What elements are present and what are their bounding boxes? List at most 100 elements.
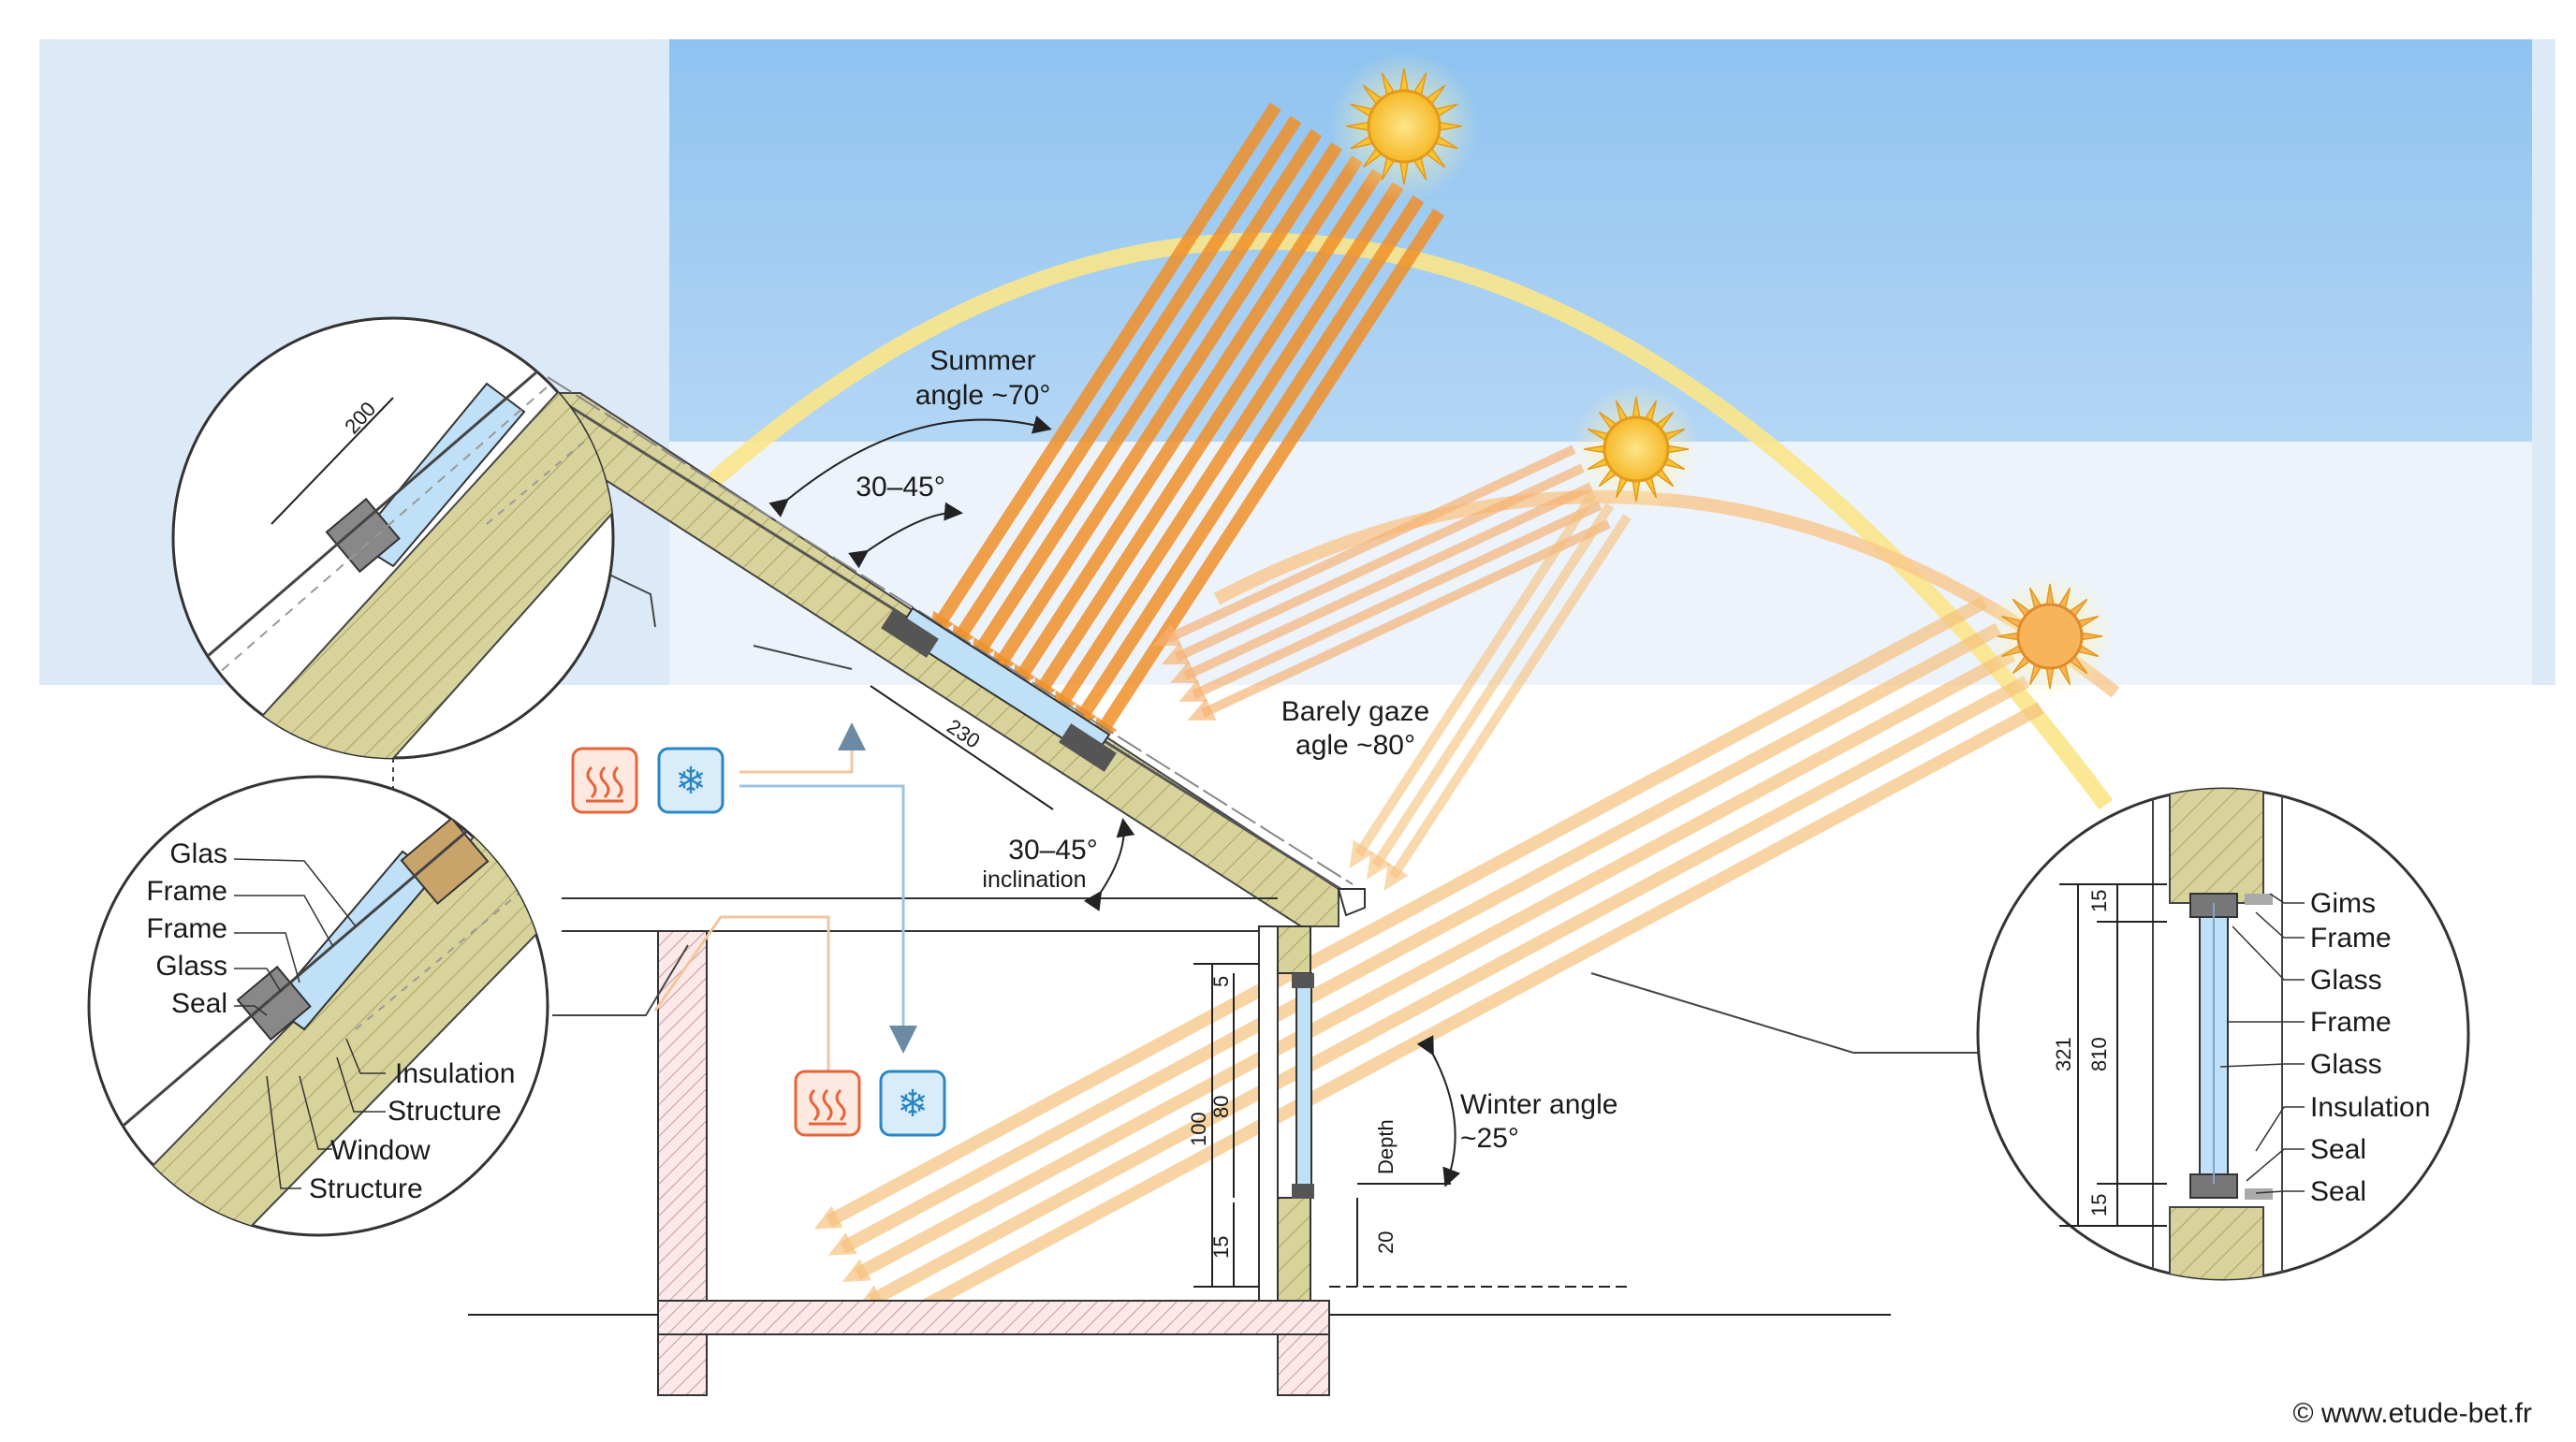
summer-sun-rays xyxy=(929,102,1445,746)
heating-icon xyxy=(794,1070,861,1137)
winter-ray xyxy=(826,596,1988,1228)
winter-ray-arrowhead xyxy=(813,1205,843,1230)
dim-sill-bottom: 15 xyxy=(1209,1236,1233,1259)
winter-ray xyxy=(854,648,2016,1280)
mid-ray xyxy=(1165,444,1576,644)
sky-band xyxy=(669,39,2532,442)
dim-sill-height: 20 xyxy=(1374,1231,1398,1254)
mid-ray xyxy=(1192,501,1603,699)
barely-angle-label-1: Barely gaze xyxy=(1281,696,1429,727)
winter-ray-arrowhead xyxy=(827,1232,857,1256)
left-label-insulation: Insulation xyxy=(395,1058,515,1089)
roof-pitch-bottom-label: 30–45° xyxy=(1008,835,1097,866)
mid-ray-arrowhead xyxy=(1161,642,1191,665)
detail-circle-wall-window xyxy=(1976,787,2470,1281)
right-label-glass-1: Glass xyxy=(2310,965,2382,996)
winter-ray-arrowhead xyxy=(842,1259,871,1282)
left-label-structure-1: Structure xyxy=(388,1096,502,1127)
winter-ray xyxy=(868,676,2030,1306)
dim-sill-gap: 5 xyxy=(1209,976,1233,987)
mid-ray-arrowhead xyxy=(1170,661,1199,683)
winter-angle-label-1: Winter angle xyxy=(1460,1089,1617,1120)
detail-circle-roof-top xyxy=(171,316,615,760)
right-label-seal-2: Seal xyxy=(2310,1176,2366,1207)
right-label-insulation: Insulation xyxy=(2310,1092,2430,1123)
roof-pitch-arc xyxy=(848,502,963,569)
cooling-icon: ❄ xyxy=(879,1070,946,1137)
left-label-structure-2: Structure xyxy=(309,1173,423,1204)
cooling-icon: ❄ xyxy=(657,747,724,814)
summer-ray xyxy=(1055,182,1404,709)
mid-low-ray-arrowhead xyxy=(1383,862,1409,891)
summer-ray xyxy=(994,142,1343,669)
right-label-gims: Gims xyxy=(2310,888,2376,919)
house-section xyxy=(468,376,1891,1396)
dim-right-top: 15 xyxy=(2087,890,2111,912)
heating-icon xyxy=(571,747,638,814)
mid-ray-arrowhead xyxy=(1152,623,1182,647)
summer-ray xyxy=(1034,168,1383,695)
summer-angle-label-2: angle ~70° xyxy=(915,380,1051,411)
summer-ray xyxy=(953,115,1302,643)
foundation-right xyxy=(1277,1333,1330,1396)
winter-sun-rays xyxy=(813,596,2044,1335)
summer-sun-icon xyxy=(1329,51,1479,201)
foundation-left xyxy=(657,1333,708,1396)
mid-low-ray-arrowhead xyxy=(1349,839,1374,869)
right-label-frame-2: Frame xyxy=(2310,1007,2392,1038)
floor-slab xyxy=(657,1300,1330,1335)
winter-angle-label-2: ~25° xyxy=(1460,1123,1519,1154)
mid-ray xyxy=(1174,463,1585,662)
right-label-glass-2: Glass xyxy=(2310,1049,2382,1080)
wall-window xyxy=(1295,972,1312,1199)
dim-right-bottom: 15 xyxy=(2087,1194,2111,1216)
dim-wall-height: 100 xyxy=(1187,1112,1210,1146)
summer-ray xyxy=(1014,155,1363,682)
svg-text:❄: ❄ xyxy=(897,1084,929,1125)
main-dimensions xyxy=(870,685,1629,1288)
winter-ray xyxy=(840,622,2002,1254)
barely-angle-label-2: agle ~80° xyxy=(1295,730,1415,761)
left-label-seal: Seal xyxy=(171,988,227,1019)
mid-low-ray-arrowhead xyxy=(1367,851,1392,880)
annotation-texts: Summer angle ~70° 30–45° Barely gaze agl… xyxy=(146,345,2532,1429)
gutter xyxy=(1337,888,1366,917)
svg-text:❄: ❄ xyxy=(675,761,707,802)
summer-ray xyxy=(932,102,1281,630)
mid-ray xyxy=(1200,519,1611,718)
airflow-lines xyxy=(653,722,917,1085)
mid-ray xyxy=(1183,482,1594,680)
dim-right-glass: 810 xyxy=(2087,1037,2111,1071)
mid-low-ray xyxy=(1389,514,1632,880)
dim-window-height: 80 xyxy=(1209,1096,1233,1118)
summer-ray xyxy=(973,128,1323,656)
depth-label: Depth xyxy=(1374,1119,1398,1174)
left-label-glas: Glas xyxy=(169,838,227,869)
left-label-glass: Glass xyxy=(155,951,227,982)
winter-ray xyxy=(882,702,2044,1333)
winter-angle-arc xyxy=(1416,1035,1461,1187)
summer-angle-arc xyxy=(768,415,1052,517)
left-label-frame-2: Frame xyxy=(146,913,227,944)
summer-angle-label-1: Summer xyxy=(929,345,1035,376)
mid-sun-rays xyxy=(1152,444,1632,891)
detail-circle-roof-window xyxy=(87,775,549,1237)
winter-sun-icon xyxy=(1984,571,2115,702)
wall-insulation xyxy=(1277,1197,1311,1302)
inclination-arc xyxy=(1083,818,1135,911)
right-label-seal-1: Seal xyxy=(2310,1134,2366,1165)
mid-ray-arrowhead xyxy=(1187,698,1217,721)
mid-low-ray xyxy=(1371,503,1615,868)
summer-ray xyxy=(1076,195,1425,722)
mid-sun-icon xyxy=(1571,384,1702,515)
roof-pitch-top-label: 30–45° xyxy=(856,472,944,503)
right-label-frame-1: Frame xyxy=(2310,923,2392,954)
left-label-frame-1: Frame xyxy=(146,876,227,907)
inclination-label: inclination xyxy=(982,867,1086,893)
mid-low-ray xyxy=(1354,491,1597,857)
dim-right-total: 321 xyxy=(2052,1037,2075,1071)
credit: © www.etude-bet.fr xyxy=(2292,1398,2532,1429)
mid-ray-arrowhead xyxy=(1178,679,1208,702)
